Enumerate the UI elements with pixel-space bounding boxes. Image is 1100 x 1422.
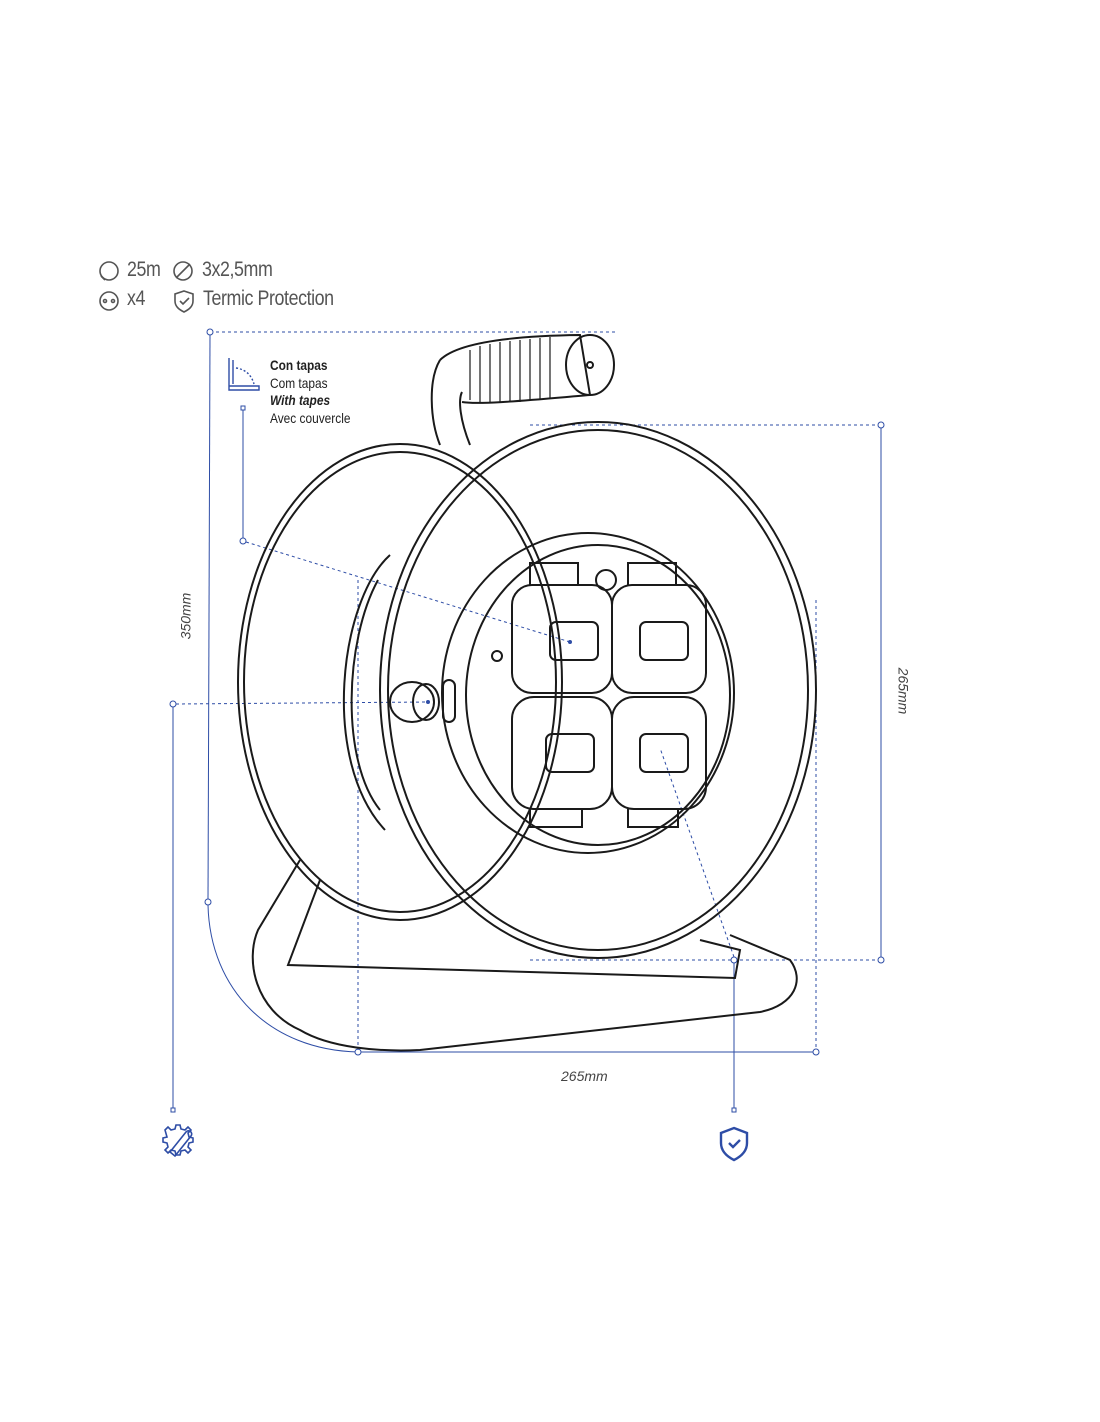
spec-length: 25m xyxy=(127,258,161,281)
spec-section: 3x2,5mm xyxy=(202,258,273,281)
spec-sockets: x4 xyxy=(127,287,146,310)
reel xyxy=(237,333,817,1052)
height-dimension: 350mm xyxy=(177,592,194,640)
shield-check-icon xyxy=(174,290,194,313)
socket-icon xyxy=(99,291,119,311)
spec-icons xyxy=(99,261,194,313)
diameter-icon xyxy=(173,261,193,281)
lid-label-fr: Avec couvercle xyxy=(270,409,351,426)
crank-knob xyxy=(389,679,456,723)
base-width-dimension: 265mm xyxy=(561,1068,608,1084)
base-stand xyxy=(251,859,798,1052)
shield-protection-icon xyxy=(719,1126,749,1162)
dimension-lines xyxy=(169,328,885,1113)
lid-label-en: With tapes xyxy=(270,392,331,408)
gear-wrench-icon xyxy=(162,1124,194,1158)
disc-diameter-dimension: 265mm xyxy=(895,667,912,715)
handle xyxy=(430,333,615,446)
back-disc xyxy=(237,443,563,921)
front-disc xyxy=(379,421,817,959)
spec-protection: Termic Protection xyxy=(203,287,334,310)
lid-label-pt: Com tapas xyxy=(270,374,328,391)
lid-label-es: Con tapas xyxy=(270,357,328,373)
sockets xyxy=(511,562,707,828)
reel-length-icon xyxy=(99,261,119,281)
lid-icon xyxy=(228,358,260,391)
lid-callout: Con tapas Com tapas With tapes Avec couv… xyxy=(270,357,350,427)
